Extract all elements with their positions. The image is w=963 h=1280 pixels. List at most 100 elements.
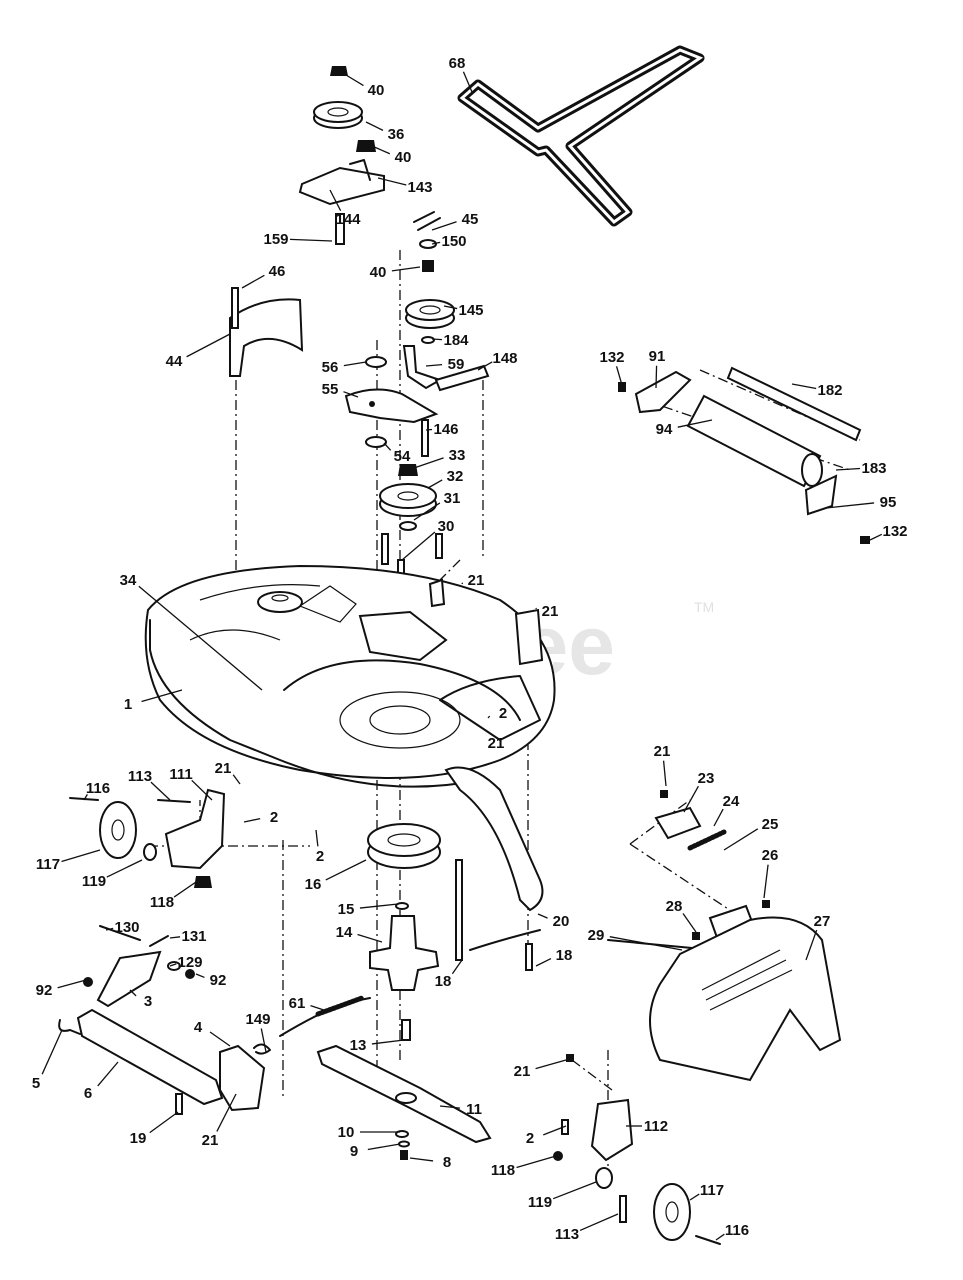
callout-leader-line <box>439 1105 461 1109</box>
callout-label: 159 <box>263 231 288 248</box>
callout-label: 56 <box>322 359 339 376</box>
callout-leader-line <box>343 361 367 367</box>
callout-leader-line <box>367 1143 401 1151</box>
callout-leader-line <box>689 1193 700 1201</box>
callout-leader-line <box>173 881 197 898</box>
callout-leader-line <box>409 1157 434 1162</box>
callout-leader-line <box>683 785 699 813</box>
callout-leader-line <box>169 963 177 967</box>
callout-leader-line <box>431 338 443 341</box>
idler-arm <box>344 345 490 457</box>
callout-label: 34 <box>120 572 137 589</box>
callout-label: 68 <box>449 55 466 72</box>
callout-label: 149 <box>245 1011 270 1028</box>
callout-leader-line <box>359 903 399 909</box>
callout-label: 19 <box>130 1130 147 1147</box>
callout-label: 92 <box>210 972 227 989</box>
idler-pulley-right <box>405 211 455 344</box>
callout-label: 2 <box>270 809 278 826</box>
callout-leader-line <box>825 502 875 509</box>
callout-leader-line <box>243 817 261 823</box>
callout-label: 94 <box>656 421 673 438</box>
callout-label: 3 <box>144 993 152 1010</box>
callout-label: 113 <box>555 1226 579 1243</box>
callout-leader-line <box>365 121 384 131</box>
mower-deck-housing <box>144 564 556 788</box>
callout-leader-line <box>461 582 464 585</box>
callout-leader-line <box>371 1039 405 1045</box>
callout-label: 111 <box>169 766 192 783</box>
callout-leader-line <box>357 933 383 943</box>
callout-leader-line <box>723 828 759 851</box>
callout-label: 132 <box>882 523 907 540</box>
belt-guide <box>229 287 304 377</box>
callout-leader-line <box>487 715 491 719</box>
callout-label: 119 <box>82 873 106 890</box>
discharge-chute <box>607 790 842 1082</box>
callout-leader-line <box>869 533 883 541</box>
callout-label: 61 <box>289 995 306 1012</box>
callout-label: 21 <box>542 603 559 620</box>
callout-leader-line <box>149 1111 179 1134</box>
callout-label: 44 <box>166 353 183 370</box>
callout-leader-line <box>835 467 861 471</box>
callout-label: 5 <box>32 1075 40 1092</box>
discharge-bracket <box>444 766 544 971</box>
callout-label: 40 <box>395 149 412 166</box>
callout-label: 26 <box>762 847 779 864</box>
callout-leader-line <box>310 1004 331 1013</box>
callout-label: 21 <box>488 735 505 752</box>
callout-label: 16 <box>305 876 322 893</box>
callout-label: 117 <box>36 856 60 873</box>
callout-leader-line <box>61 849 101 863</box>
callout-label: 95 <box>880 494 897 511</box>
callout-leader-line <box>216 1093 237 1132</box>
callout-label: 27 <box>814 913 831 930</box>
callout-leader-line <box>195 973 205 979</box>
callout-leader-line <box>129 989 137 997</box>
callout-label: 21 <box>654 743 671 760</box>
callout-leader-line <box>552 1181 597 1200</box>
height-adjust-linkage <box>58 925 371 1115</box>
callout-label: 14 <box>336 924 353 941</box>
callout-label: 132 <box>599 349 624 366</box>
callout-leader-line <box>325 859 367 881</box>
anti-scalp-roller <box>618 366 870 544</box>
callout-label: 25 <box>762 816 779 833</box>
callout-leader-line <box>241 274 265 289</box>
callout-label: 20 <box>553 913 570 930</box>
callout-label: 183 <box>861 460 886 477</box>
callout-label: 40 <box>370 264 387 281</box>
callout-leader-line <box>535 958 552 967</box>
callout-label: 18 <box>556 947 573 964</box>
callout-label: 18 <box>435 973 452 990</box>
callout-leader-line <box>315 829 319 847</box>
callout-leader-line <box>615 366 625 393</box>
callout-label: 11 <box>466 1101 482 1118</box>
callout-leader-line <box>677 419 713 428</box>
callout-leader-line <box>662 760 667 787</box>
callout-label: 4 <box>194 1019 203 1036</box>
callout-label: 45 <box>462 211 479 228</box>
callout-label: 148 <box>492 350 517 367</box>
callout-leader-line <box>609 936 683 951</box>
callout-label: 31 <box>444 490 461 507</box>
callout-label: 29 <box>588 927 605 944</box>
callout-label: 112 <box>644 1118 668 1135</box>
callout-label: 92 <box>36 982 53 999</box>
callout-leader-line <box>377 177 407 186</box>
callout-leader-line <box>413 502 441 521</box>
callout-label: 6 <box>84 1085 92 1102</box>
callout-label: 116 <box>725 1222 749 1239</box>
callout-label: 116 <box>86 780 110 797</box>
callout-label: 21 <box>215 760 232 777</box>
callout-label: 131 <box>181 928 206 945</box>
callout-label: 8 <box>443 1154 451 1171</box>
callout-leader-line <box>343 391 359 398</box>
callout-label: 118 <box>491 1162 515 1179</box>
callout-label: 2 <box>316 848 324 865</box>
callout-label: 33 <box>449 447 466 464</box>
callout-label: 24 <box>723 793 740 810</box>
